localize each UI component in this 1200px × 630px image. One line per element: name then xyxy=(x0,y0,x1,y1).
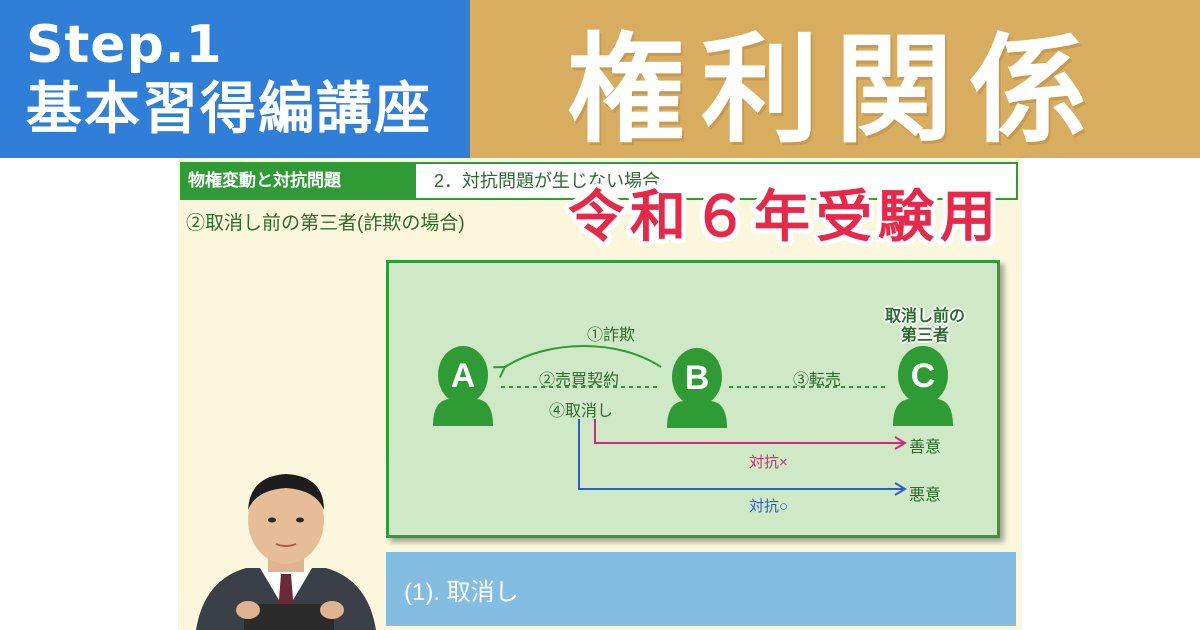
presenter-icon xyxy=(186,462,386,630)
diagram-graphics xyxy=(433,345,953,496)
slide-header: 物権変動と対抗問題 2．対抗問題が生じない場合 xyxy=(180,162,1018,200)
contest-yes-label: 対抗○ xyxy=(749,498,789,515)
course-name: 基本習得編講座 xyxy=(26,77,432,142)
step-label: Step.1 xyxy=(26,15,223,75)
third-party-label-line2: 第三者 xyxy=(900,327,949,344)
exam-year-stamp: 令和６年受験用 xyxy=(568,185,1002,250)
bad-faith-arrow xyxy=(578,419,907,496)
presenter-video xyxy=(186,462,386,630)
person-c-icon xyxy=(893,346,953,426)
main-title: 権利関係 xyxy=(566,20,1103,159)
third-party-label: 取消し前の 第三者 xyxy=(883,307,967,345)
person-b-icon xyxy=(667,348,727,428)
good-faith-arrow xyxy=(594,419,907,450)
cancel-label: ④取消し xyxy=(549,403,614,420)
course-banner: Step.1 基本習得編講座 xyxy=(0,0,470,158)
person-b-label: B xyxy=(684,359,710,397)
slide-subtitle: ②取消し前の第三者(詐欺の場合) xyxy=(186,213,465,234)
person-a-label: A xyxy=(450,357,476,395)
rights-diagram: A B C 取消し前の 第三者 ①詐欺 ②売買契約 ③転売 ④取消し 善意 悪意… xyxy=(386,260,1000,538)
fraud-label: ①詐欺 xyxy=(587,327,636,344)
section-label: 2．対抗問題が生じない場合 xyxy=(434,171,661,191)
contest-no-label: 対抗× xyxy=(749,454,788,471)
person-c-label: C xyxy=(910,357,936,395)
title-banner: 権利関係 xyxy=(470,0,1200,159)
sale-label: ②売買契約 xyxy=(539,372,620,389)
bad-faith-label: 悪意 xyxy=(909,487,942,504)
topic-label: 物権変動と対抗問題 xyxy=(182,164,416,198)
good-faith-label: 善意 xyxy=(909,439,942,456)
person-a-icon xyxy=(433,346,493,426)
third-party-label-line1: 取消し前の xyxy=(884,308,965,325)
subheading-box: (1). 取消し xyxy=(386,552,1016,626)
subheading-text: (1). 取消し xyxy=(404,579,519,606)
resale-label: ③転売 xyxy=(793,372,842,389)
fraud-arrow xyxy=(493,345,662,378)
